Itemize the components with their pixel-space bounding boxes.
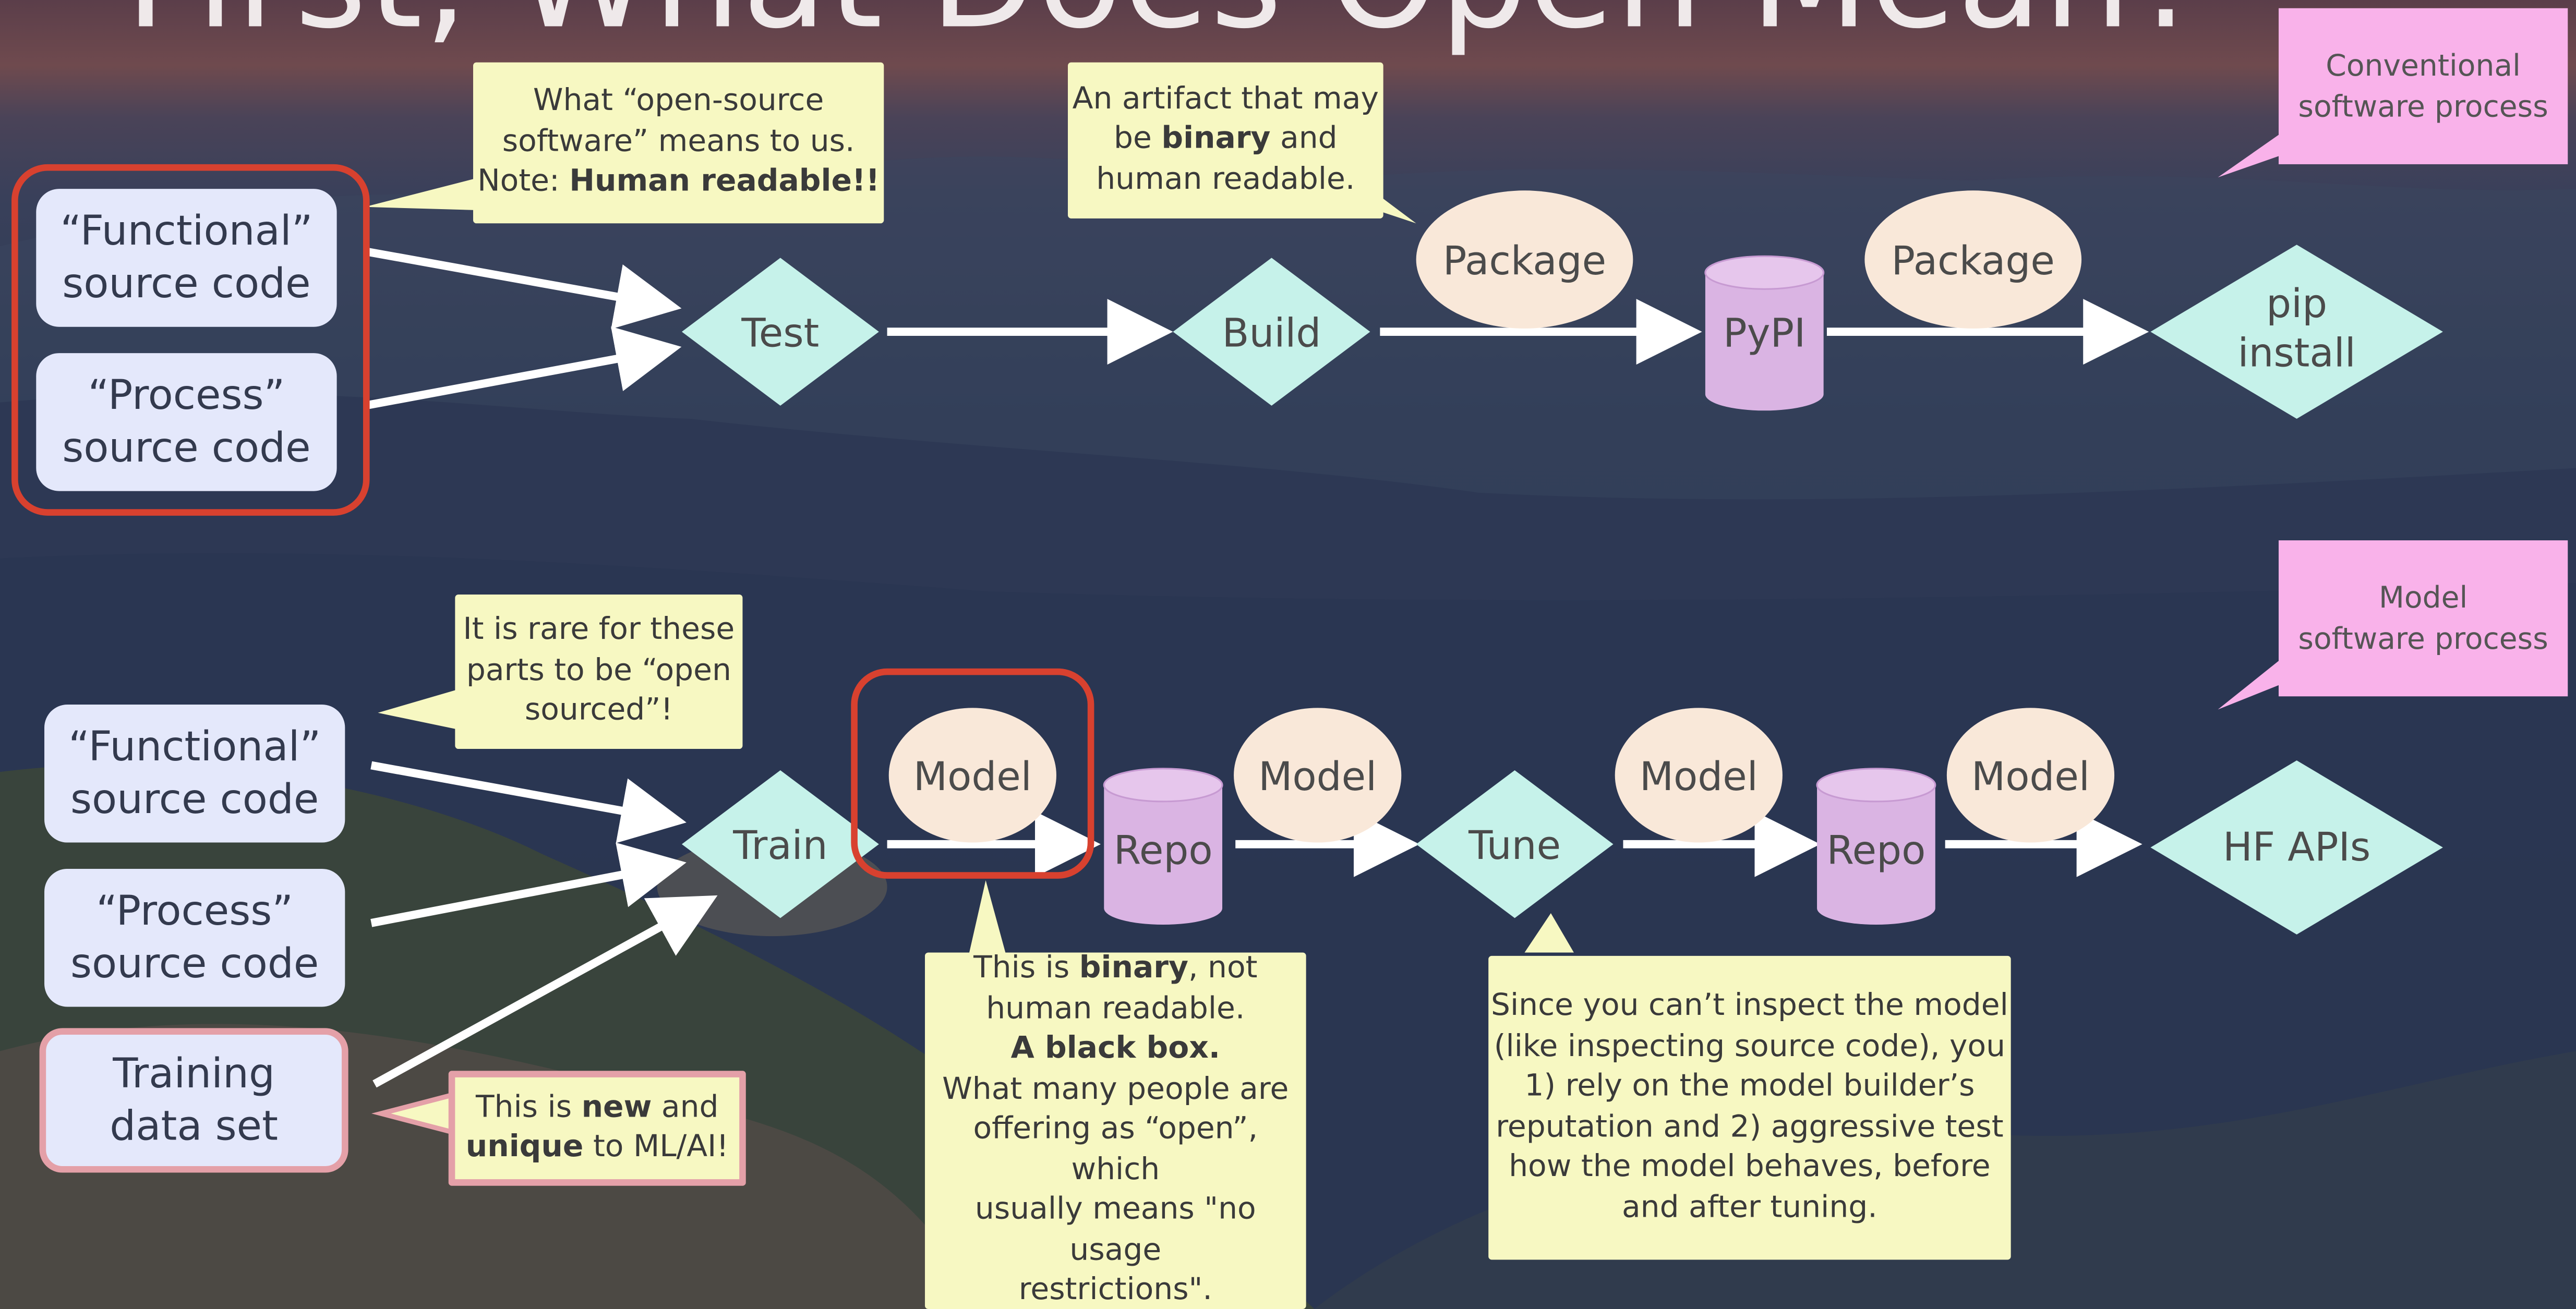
arrow-process-to-train xyxy=(370,842,687,927)
pip-install-label: pip install xyxy=(2237,281,2356,377)
model-label-1: Model xyxy=(913,754,1032,800)
build-label: Build xyxy=(1222,310,1321,357)
note-binary-1a: This is xyxy=(973,951,1079,986)
source-code-highlight-frame xyxy=(11,164,370,516)
slide-title: First, What Does Open Mean? xyxy=(0,0,2333,59)
process-source-code-box: “Process” source code xyxy=(36,353,337,491)
model-label-4: Model xyxy=(1971,754,2090,800)
package-label-1: Package xyxy=(1442,238,1607,284)
conventional-process-tag: Conventional software process xyxy=(2278,8,2568,164)
model-process-tag: Model software process xyxy=(2278,540,2568,697)
note-new-unique: This is new and unique to ML/AI! xyxy=(448,1071,746,1186)
note-open-source-line-2: software” means to us. xyxy=(502,124,855,159)
note-new-b: new xyxy=(581,1089,652,1124)
note-binary: This is binary, not human readable. A bl… xyxy=(925,951,1306,1309)
note-artifact-line-3: human readable. xyxy=(1096,162,1355,197)
note-open-source-line-3b: Human readable!! xyxy=(569,164,880,199)
note-artifact-line-2a: be xyxy=(1113,122,1162,156)
model-ellipse-2 xyxy=(1234,708,1402,843)
arrow-process-to-test xyxy=(364,326,682,410)
repo-label-2: Repo xyxy=(1826,828,1926,874)
note-binary-4: What many people are xyxy=(942,1072,1289,1107)
note-binary-7: restrictions". xyxy=(1018,1273,1212,1308)
note-binary-1c: , not xyxy=(1188,951,1258,986)
note-open-source: What “open-source software” means to us.… xyxy=(473,62,884,224)
package-ellipse-2 xyxy=(1864,190,2082,329)
pypi-label: PyPI xyxy=(1723,310,1806,357)
note-binary-5: offering as “open”, which xyxy=(973,1112,1258,1187)
repo-label-1: Repo xyxy=(1113,828,1213,874)
hf-apis-label: HF APIs xyxy=(2222,824,2371,871)
note-new-d: unique xyxy=(465,1130,584,1165)
model-label-2: Model xyxy=(1258,754,1377,800)
note-open-source-tail xyxy=(365,177,480,211)
note-artifact-line-2b: binary xyxy=(1161,122,1271,156)
pip-install-diamond xyxy=(2150,245,2443,419)
note-new-c: and xyxy=(652,1089,719,1124)
note-inspect-tail xyxy=(1524,913,1574,953)
arrow-functional-to-test xyxy=(364,247,682,329)
arrow-functional-to-train xyxy=(370,761,687,843)
note-binary-1b: binary xyxy=(1079,951,1188,986)
model-ellipse-3 xyxy=(1615,708,1783,843)
note-binary-6: usually means "no usage xyxy=(974,1193,1256,1268)
note-new-a: This is xyxy=(475,1089,582,1124)
note-binary-tail xyxy=(969,880,1006,953)
model-functional-source-code-box: “Functional” source code xyxy=(44,705,345,843)
training-data-set-box: Training data set xyxy=(39,1028,348,1173)
package-ellipse-1 xyxy=(1416,190,1633,329)
repo-cylinder-2 xyxy=(1816,768,1936,925)
note-inspect: Since you can’t inspect the model (like … xyxy=(1488,955,2011,1260)
note-new-tail xyxy=(371,1090,460,1137)
functional-source-code-box: “Functional” source code xyxy=(36,189,337,327)
arrow-training-data-to-train xyxy=(372,895,718,1088)
note-binary-2: human readable. xyxy=(986,991,1245,1026)
model-ellipse-4 xyxy=(1946,708,2115,843)
test-label: Test xyxy=(741,310,820,357)
model-ellipse-1 xyxy=(888,708,1056,843)
note-rare: It is rare for these parts to be “open s… xyxy=(455,595,743,749)
note-artifact-line-2c: and xyxy=(1270,122,1338,156)
note-artifact: An artifact that may be binary and human… xyxy=(1068,62,1383,219)
tune-label: Tune xyxy=(1468,822,1561,869)
note-rare-tail xyxy=(378,689,457,730)
pypi-cylinder xyxy=(1704,255,1825,411)
note-binary-3: A black box. xyxy=(1010,1032,1220,1066)
repo-cylinder-1 xyxy=(1103,768,1223,925)
package-label-2: Package xyxy=(1891,238,2055,284)
model-label-3: Model xyxy=(1639,754,1758,800)
model-process-source-code-box: “Process” source code xyxy=(44,868,345,1007)
train-label: Train xyxy=(733,822,828,869)
hf-apis-diamond xyxy=(2150,760,2443,935)
note-new-e: to ML/AI! xyxy=(583,1130,729,1165)
note-open-source-line-3a: Note: xyxy=(477,164,570,199)
note-artifact-line-1: An artifact that may xyxy=(1072,81,1379,116)
tune-diamond xyxy=(1416,770,1614,918)
note-open-source-line-1: What “open-source xyxy=(533,84,824,119)
model-highlight-frame xyxy=(851,668,1094,879)
